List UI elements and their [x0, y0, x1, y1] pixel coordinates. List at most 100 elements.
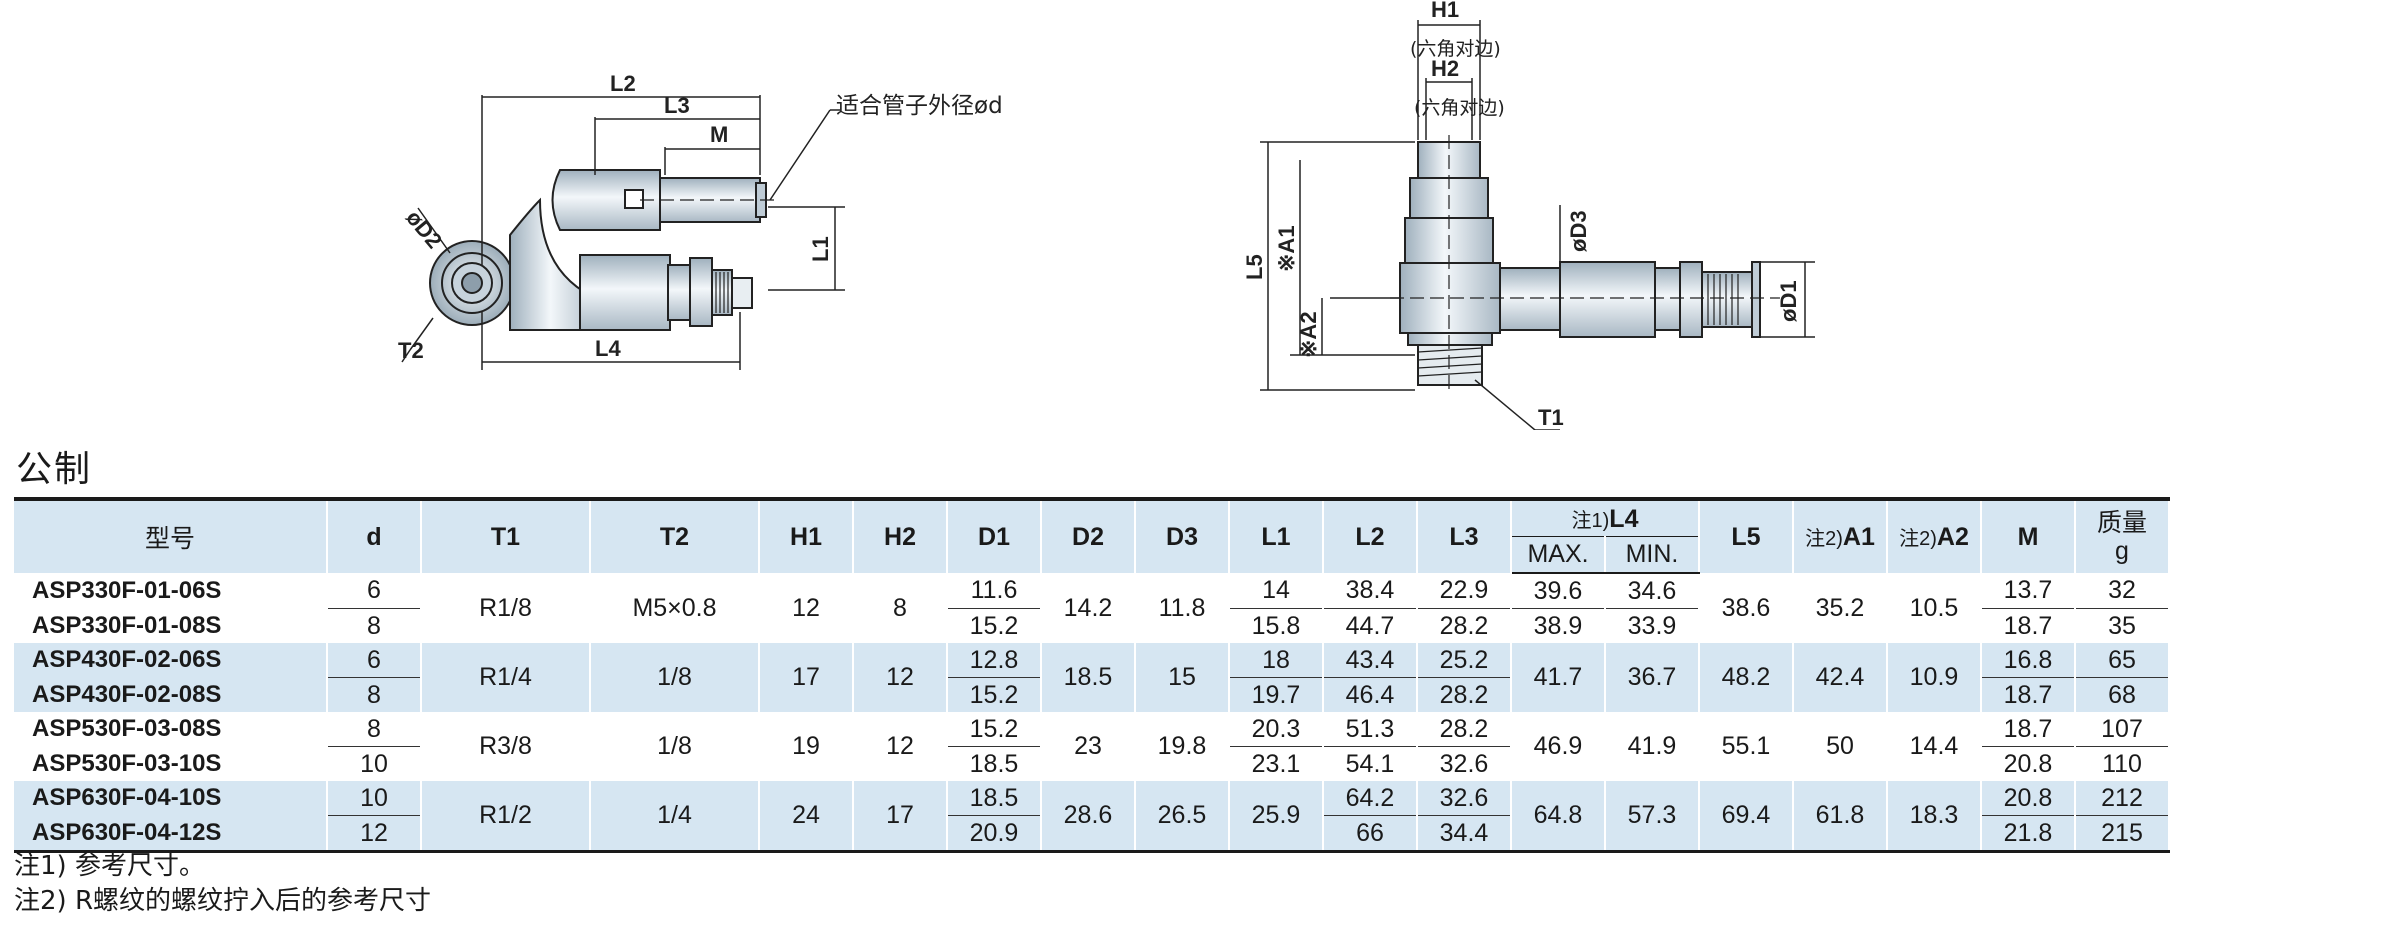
cell-d: 8	[327, 608, 422, 643]
cell-L4-max: 38.9	[1511, 608, 1606, 643]
cell-M: 18.7	[1981, 677, 2076, 712]
table-row: ASP330F-01-06S 6 R1/8 M5×0.8 12 8 11.6 1…	[14, 573, 2170, 643]
cell-L1: 18	[1229, 643, 1324, 678]
cell-model: ASP630F-04-12S	[14, 815, 328, 853]
cell-L2: 46.4	[1323, 677, 1418, 712]
cell-L2: 64.2	[1323, 781, 1418, 816]
label-L2: L2	[610, 71, 636, 96]
cell-L5: 48.2	[1699, 643, 1794, 712]
header-model: 型号	[14, 497, 328, 573]
cell-model: ASP430F-02-08S	[14, 677, 328, 712]
cell-L3: 32.6	[1417, 781, 1512, 816]
cell-L2: 66	[1323, 815, 1418, 853]
cell-D1: 18.5	[947, 781, 1042, 816]
cell-model: ASP330F-01-06S	[14, 573, 328, 609]
cell-D1: 15.2	[947, 712, 1042, 747]
header-L4-label: L4	[1609, 504, 1639, 533]
label-L5: L5	[1242, 254, 1267, 280]
cell-A2: 10.9	[1887, 643, 1982, 712]
header-L3: L3	[1417, 497, 1512, 573]
cell-A1: 61.8	[1793, 781, 1888, 853]
cell-L4-min: 57.3	[1605, 781, 1700, 853]
cell-H2: 17	[853, 781, 948, 853]
cell-T1: R1/2	[421, 781, 591, 853]
cell-M: 20.8	[1981, 746, 2076, 781]
model-group: ASP330F-01-06S 6 R1/8 M5×0.8 12 8 11.6 1…	[14, 573, 2170, 643]
cell-D1: 11.6	[947, 573, 1042, 609]
cell-A1: 42.4	[1793, 643, 1888, 712]
cell-L1: 14	[1229, 573, 1324, 609]
cell-D3: 15	[1135, 643, 1230, 712]
header-L4-max: MAX.	[1511, 536, 1606, 574]
cell-T2: M5×0.8	[590, 573, 760, 643]
header-D3: D3	[1135, 497, 1230, 573]
cell-L5: 55.1	[1699, 712, 1794, 781]
left-view	[429, 169, 780, 331]
cell-D2: 28.6	[1041, 781, 1136, 853]
cell-A2: 18.3	[1887, 781, 1982, 853]
cell-L3: 28.2	[1417, 677, 1512, 712]
cell-M: 20.8	[1981, 781, 2076, 816]
cell-L2: 38.4	[1323, 573, 1418, 609]
table-row: ASP330F-01-08S 8 15.2 15.8 44.7 28.2 38.…	[14, 608, 2170, 643]
label-D3: øD3	[1566, 210, 1591, 252]
cell-d: 6	[327, 573, 422, 609]
cell-L1: 25.9	[1229, 781, 1324, 853]
cell-T1: R3/8	[421, 712, 591, 781]
cell-M: 13.7	[1981, 573, 2076, 609]
cell-D2: 14.2	[1041, 573, 1136, 643]
cell-L4-min: 33.9	[1605, 608, 1700, 643]
cell-mass: 215	[2075, 815, 2170, 853]
cell-H2: 8	[853, 573, 948, 643]
footnote-2: 注2) R螺纹的螺纹拧入后的参考尺寸	[14, 886, 432, 916]
label-L1: L1	[808, 236, 833, 262]
cell-M: 21.8	[1981, 815, 2076, 853]
cell-T1: R1/8	[421, 573, 591, 643]
cell-L4-min: 41.9	[1605, 712, 1700, 781]
label-T2: T2	[398, 338, 424, 363]
header-T1: T1	[421, 497, 591, 573]
cell-T1: R1/4	[421, 643, 591, 712]
footnote-1: 注1) 参考尺寸。	[14, 851, 205, 881]
cell-d: 10	[327, 781, 422, 816]
header-M: M	[1981, 497, 2076, 573]
cell-L3: 25.2	[1417, 643, 1512, 678]
header-A2-note: 注2)	[1899, 528, 1937, 550]
cell-L4-min: 36.7	[1605, 643, 1700, 712]
cell-model: ASP630F-04-10S	[14, 781, 328, 816]
cell-d: 12	[327, 815, 422, 853]
cell-L1: 15.8	[1229, 608, 1324, 643]
cell-L4-max: 39.6	[1511, 573, 1606, 609]
cell-L4-max: 46.9	[1511, 712, 1606, 781]
spec-table: 型号 d T1 T2 H1 H2 D1 D2 D3 L1 L2 L3 注1)L4…	[14, 497, 2170, 853]
header-H2: H2	[853, 497, 948, 573]
cell-mass: 110	[2075, 746, 2170, 781]
header-L5: L5	[1699, 497, 1794, 573]
cell-A1: 35.2	[1793, 573, 1888, 643]
header-d: d	[327, 497, 422, 573]
cell-H1: 12	[759, 573, 854, 643]
table-row: ASP530F-03-08S 8 R3/8 1/8 19 12 15.2 23 …	[14, 712, 2170, 781]
label-pipe-callout: 适合管子外径ød	[836, 93, 1003, 119]
label-L4: L4	[595, 336, 621, 361]
cell-L3: 22.9	[1417, 573, 1512, 609]
cell-L3: 34.4	[1417, 815, 1512, 853]
cell-L2: 54.1	[1323, 746, 1418, 781]
cell-mass: 35	[2075, 608, 2170, 643]
cell-L5: 38.6	[1699, 573, 1794, 643]
table-row: ASP430F-02-06S 6 R1/4 1/8 17 12 12.8 18.…	[14, 643, 2170, 712]
header-L4-min: MIN.	[1605, 536, 1700, 574]
cell-L1: 23.1	[1229, 746, 1324, 781]
label-D2: øD2	[401, 205, 447, 253]
cell-d: 10	[327, 746, 422, 781]
header-L2: L2	[1323, 497, 1418, 573]
cell-mass: 68	[2075, 677, 2170, 712]
cell-A2: 10.5	[1887, 573, 1982, 643]
cell-L2: 51.3	[1323, 712, 1418, 747]
header-A2: 注2)A2	[1887, 497, 1982, 573]
cell-D1: 18.5	[947, 746, 1042, 781]
header-L4-note: 注1)	[1571, 509, 1610, 532]
cell-d: 8	[327, 677, 422, 712]
cell-L4-min: 34.6	[1605, 573, 1700, 609]
